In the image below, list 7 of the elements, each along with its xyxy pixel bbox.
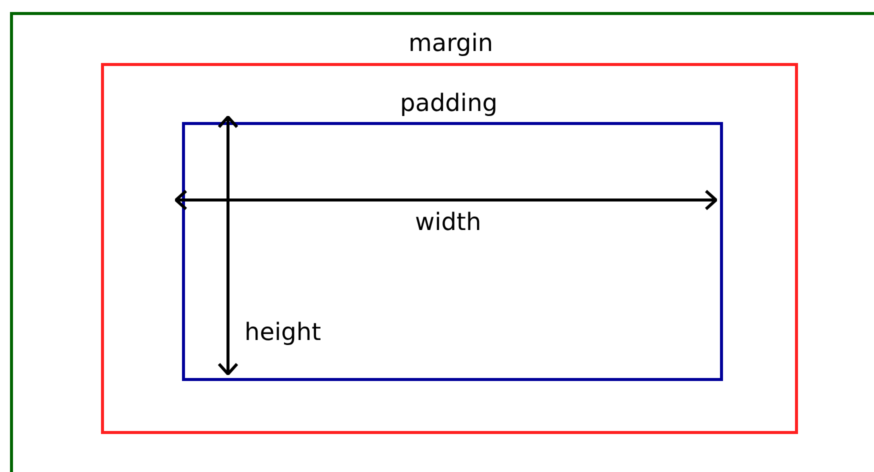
box-label: margin [408, 29, 494, 57]
dimension-label: height [244, 318, 321, 346]
box-label: padding [400, 89, 498, 117]
margin-box [10, 12, 874, 472]
dimension-label: width [415, 208, 482, 236]
content-box [182, 122, 723, 381]
padding-box [101, 63, 798, 434]
